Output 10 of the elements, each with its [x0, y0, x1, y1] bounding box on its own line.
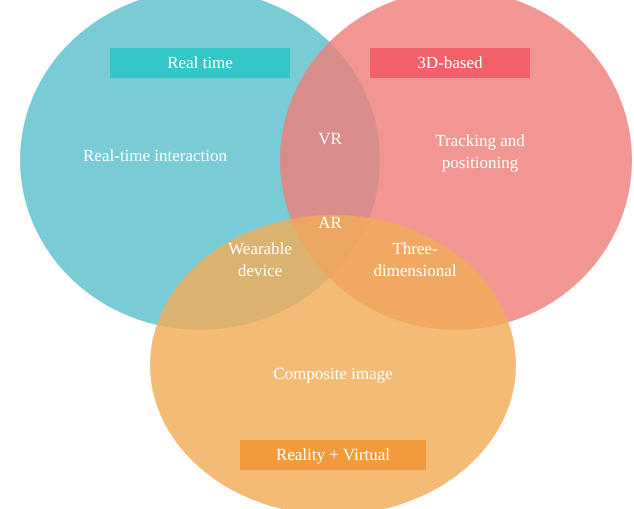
region-label: VR [317, 128, 343, 150]
region-label: AR [317, 212, 343, 234]
circle-text: Composite image [272, 363, 394, 385]
circle-text: Tracking and positioning [434, 130, 526, 174]
region-label: Three-dimensional [372, 238, 458, 282]
region-label: Wearable device [227, 238, 293, 282]
heading-tag: Real time [110, 48, 290, 78]
heading-tag: Reality + Virtual [240, 440, 426, 470]
heading-tag: 3D-based [370, 48, 530, 78]
circle-text: Real-time interaction [82, 145, 228, 167]
